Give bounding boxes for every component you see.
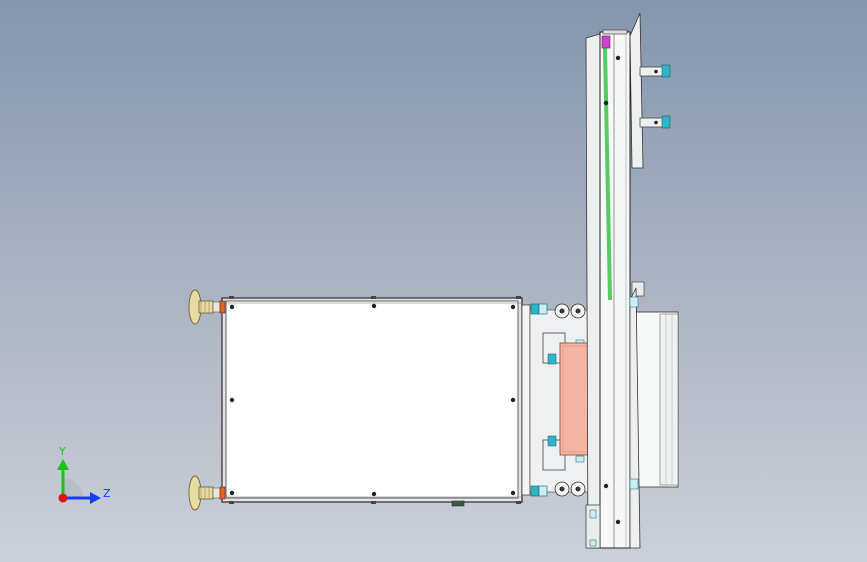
fitting-icon — [538, 303, 548, 315]
fitting-icon — [530, 303, 540, 315]
screw-icon — [371, 491, 377, 497]
axis-triad: Y Z — [57, 445, 111, 504]
magenta-marker — [601, 35, 611, 49]
screw-icon — [510, 490, 516, 496]
screw-icon — [603, 483, 609, 489]
screw-icon — [615, 519, 621, 525]
screw-icon — [371, 303, 377, 309]
screw-icon — [615, 55, 621, 61]
main-enclosure — [221, 296, 523, 507]
fitting-icon — [538, 485, 548, 497]
screw-icon — [510, 397, 516, 403]
screw-icon — [510, 304, 516, 310]
fin-bracket-bottom — [639, 115, 671, 129]
y-axis-label: Y — [58, 445, 66, 458]
screw-icon — [603, 100, 609, 106]
leveling-foot-top — [188, 289, 226, 325]
z-axis-label: Z — [103, 487, 111, 500]
vertical-rail — [585, 12, 644, 549]
screw-icon — [229, 397, 235, 403]
fin-bracket-top — [639, 64, 671, 78]
fitting-icon — [530, 485, 540, 497]
leveling-foot-bottom — [188, 475, 226, 511]
screw-icon — [229, 490, 235, 496]
screw-icon — [229, 304, 235, 310]
